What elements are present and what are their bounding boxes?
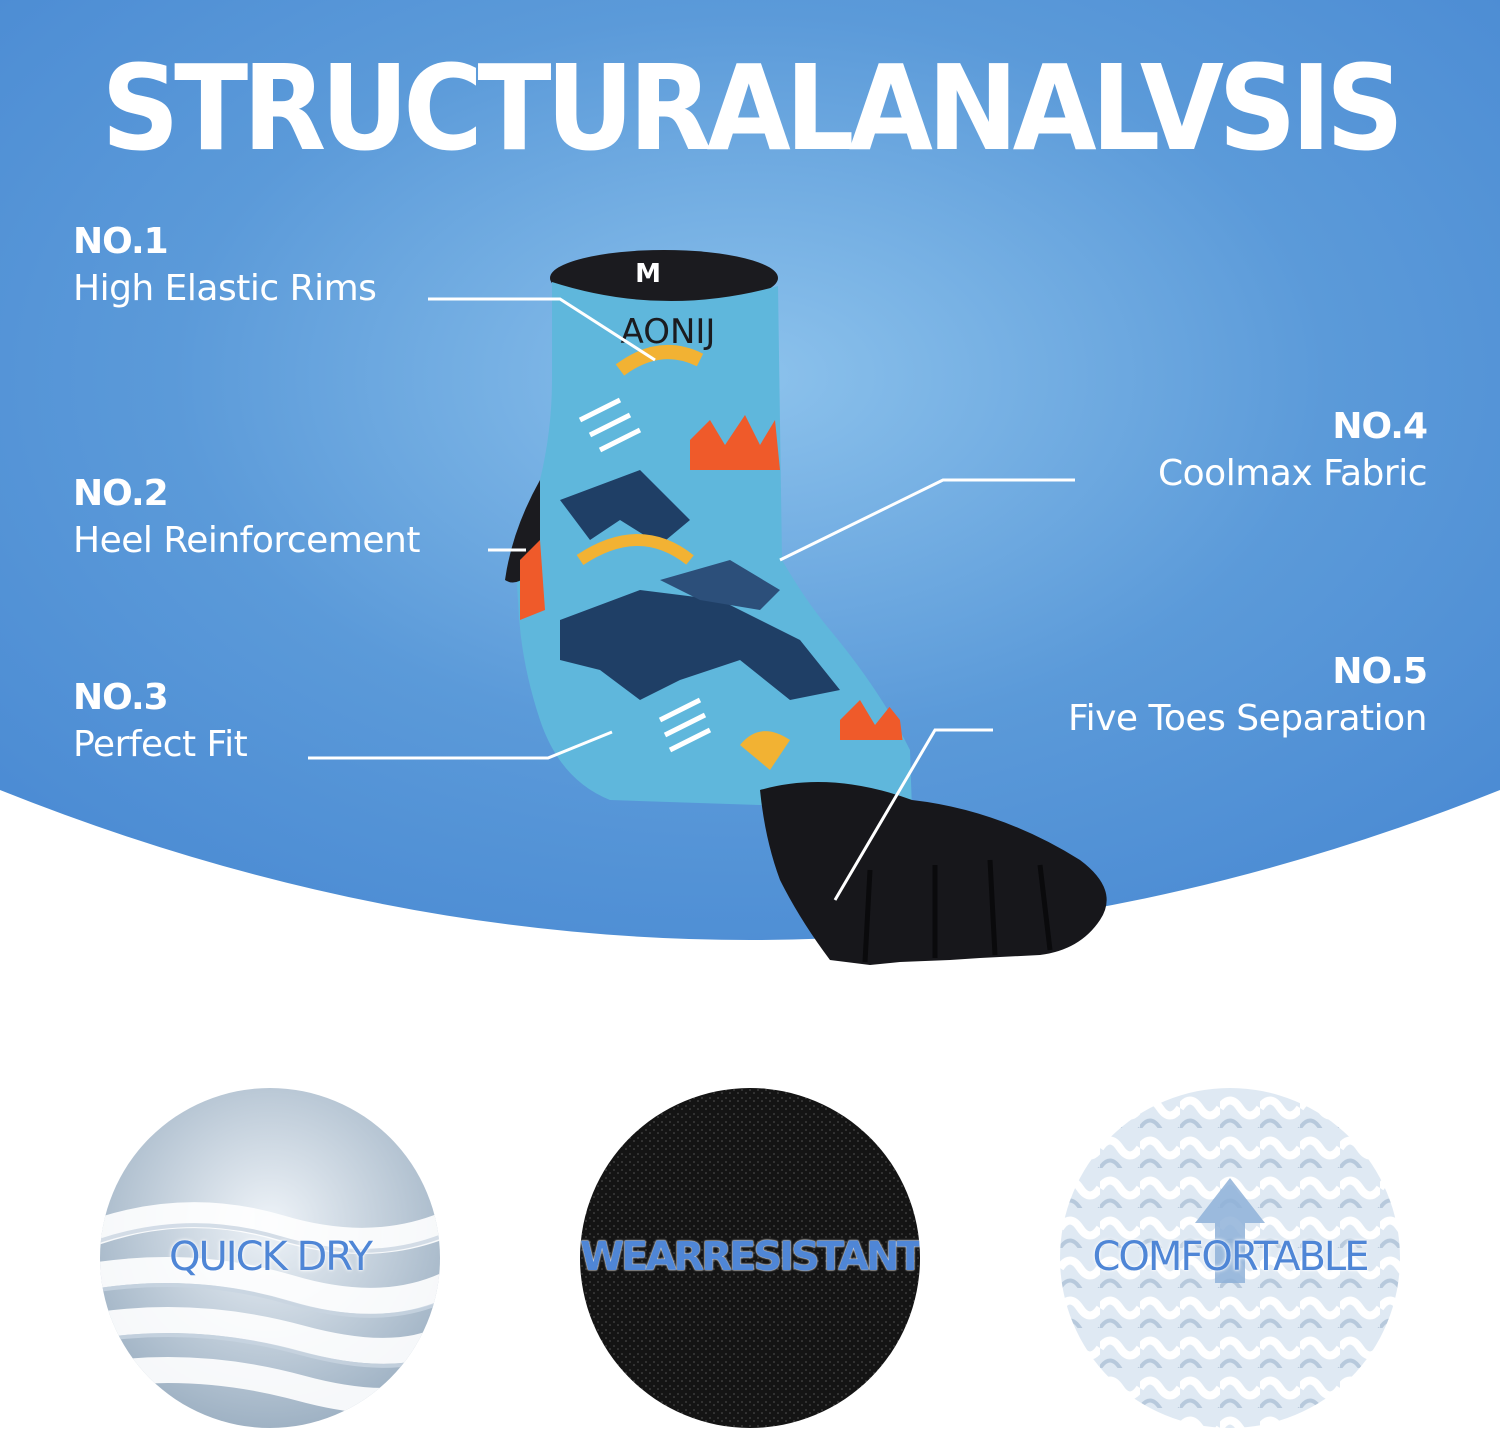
leader-lines: [308, 297, 1075, 901]
toe-sock-illustration: AONIJ M: [308, 250, 1107, 965]
feature-label: High Elastic Rims: [73, 268, 377, 309]
sock-brand-text: AONIJ: [621, 312, 716, 352]
feature-2: NO.2 Heel Reinforcement: [73, 472, 420, 566]
sock-logo: M: [635, 259, 661, 289]
feature-number: NO.2: [73, 473, 169, 514]
feature-5: NO.5 Five Toes Separation: [1068, 650, 1428, 744]
sock-cuff: [550, 250, 778, 306]
page-title: STRUCTURALANALVSIS: [101, 39, 1404, 177]
feature-number: NO.5: [1332, 651, 1428, 692]
feature-label: Perfect Fit: [73, 724, 248, 765]
feature-label: Five Toes Separation: [1068, 698, 1427, 739]
feature-4: NO.4 Coolmax Fabric: [1158, 405, 1428, 499]
black-knit-texture-icon: [580, 1088, 920, 1428]
feature-3: NO.3 Perfect Fit: [73, 676, 248, 770]
feature-1: NO.1 High Elastic Rims: [73, 220, 377, 314]
badge-label: WEARRESISTANT: [580, 1234, 920, 1280]
feature-number: NO.3: [73, 677, 169, 718]
badge-label: COMFORTABLE: [1092, 1234, 1370, 1280]
up-arrow-icon: [1195, 1178, 1265, 1283]
mesh-texture-arrow-icon: [1060, 1088, 1400, 1428]
feature-label: Coolmax Fabric: [1158, 453, 1427, 494]
feature-number: NO.1: [73, 221, 169, 262]
badge-label: QUICK DRY: [169, 1234, 373, 1280]
badge-comfortable: COMFORTABLE: [1060, 1088, 1400, 1428]
badge-wear-resistant: WEARRESISTANT: [580, 1088, 920, 1428]
feature-number: NO.4: [1332, 406, 1428, 447]
badge-quick-dry: QUICK DRY: [100, 1088, 440, 1428]
feature-label: Heel Reinforcement: [73, 520, 420, 561]
fiber-texture-icon: [100, 1088, 440, 1428]
